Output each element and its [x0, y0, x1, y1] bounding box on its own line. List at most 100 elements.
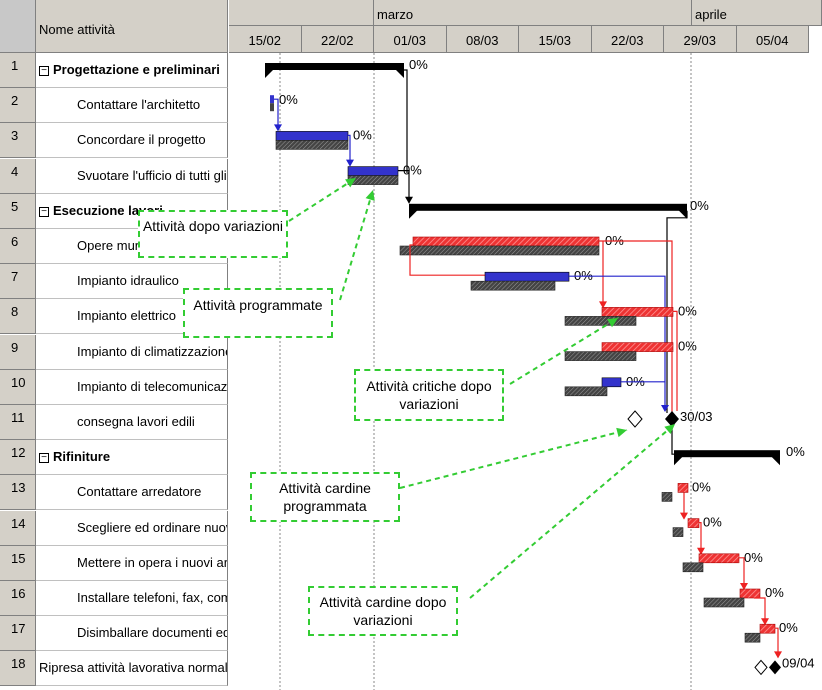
baseline-bar[interactable]	[564, 316, 637, 326]
task-name-cell[interactable]: Concordare il progetto	[36, 123, 228, 159]
percent-complete-label: 0%	[403, 163, 422, 178]
critical-task-bar[interactable]	[698, 553, 740, 564]
baseline-bar[interactable]	[347, 175, 399, 185]
task-name-cell[interactable]: Disimballare documenti ed in	[36, 616, 228, 652]
baseline-milestone-diamond[interactable]	[754, 659, 768, 676]
summary-link	[398, 169, 410, 203]
task-name-cell[interactable]: −Progettazione e preliminari	[36, 53, 228, 88]
summary-bar-start	[409, 203, 418, 219]
summary-bar-start	[265, 63, 274, 78]
task-bar[interactable]	[601, 377, 622, 388]
task-bar[interactable]	[270, 95, 274, 104]
collapse-toggle-icon[interactable]: −	[39, 206, 49, 217]
summary-bar-end	[771, 450, 780, 466]
select-all-corner[interactable]	[0, 0, 36, 53]
summary-bar[interactable]	[674, 450, 780, 458]
task-name-label: Impianto di telecomunicazion	[77, 378, 228, 394]
timescale-month: aprile	[692, 0, 822, 26]
dependency-link	[754, 597, 766, 625]
row-number[interactable]: 12	[0, 440, 36, 476]
collapse-toggle-icon[interactable]: −	[39, 453, 49, 464]
row-number[interactable]: 18	[0, 651, 36, 687]
baseline-bar[interactable]	[703, 597, 745, 608]
collapse-toggle-icon[interactable]: −	[39, 66, 49, 76]
summary-bar[interactable]	[409, 203, 687, 211]
task-name-cell[interactable]: consegna lavori edili	[36, 405, 228, 440]
baseline-bar[interactable]	[682, 562, 704, 573]
milestone-diamond[interactable]	[665, 411, 679, 427]
row-number[interactable]: 9	[0, 334, 36, 370]
row-number[interactable]: 15	[0, 545, 36, 581]
task-name-cell[interactable]: Svuotare l'ufficio di tutti gli a	[36, 158, 228, 194]
timescale-month	[229, 0, 374, 26]
baseline-bar[interactable]	[564, 351, 637, 361]
row-number[interactable]: 17	[0, 616, 36, 652]
row-number[interactable]: 6	[0, 229, 36, 264]
baseline-bar[interactable]	[744, 632, 761, 643]
task-bar[interactable]	[347, 166, 399, 176]
baseline-bar[interactable]	[661, 492, 673, 502]
task-name-label: Scegliere ed ordinare nuovi	[77, 519, 228, 535]
row-number[interactable]: 13	[0, 475, 36, 511]
critical-task-bar[interactable]	[601, 307, 674, 317]
summary-bar-end	[395, 63, 404, 78]
dependency-arrowhead	[599, 301, 607, 309]
row-number[interactable]: 2	[0, 88, 36, 124]
baseline-bar[interactable]	[275, 140, 349, 150]
summary-bar[interactable]	[265, 63, 404, 70]
timescale-month: marzo	[374, 0, 692, 26]
percent-complete-label: 0%	[703, 515, 722, 530]
task-bar[interactable]	[275, 131, 349, 141]
critical-task-bar[interactable]	[759, 623, 776, 634]
row-number[interactable]: 10	[0, 369, 36, 405]
task-name-cell[interactable]: Contattare arredatore	[36, 475, 228, 511]
task-name-cell[interactable]: −Rifiniture	[36, 440, 228, 476]
row-number[interactable]: 14	[0, 510, 36, 546]
task-name-cell[interactable]: Scegliere ed ordinare nuovi	[36, 510, 228, 546]
row-number[interactable]: 5	[0, 193, 36, 229]
percent-complete-label: 0%	[678, 303, 697, 318]
task-name-cell[interactable]: Mettere in opera i nuovi arre	[36, 545, 228, 581]
dependency-link	[673, 310, 678, 411]
dependency-link	[348, 134, 351, 166]
percent-complete-label: 0%	[409, 57, 428, 72]
task-name-cell[interactable]: Ripresa attività lavorativa normal	[36, 651, 228, 687]
critical-task-bar[interactable]	[677, 483, 689, 493]
baseline-bar[interactable]	[564, 386, 608, 397]
critical-task-bar[interactable]	[687, 518, 700, 528]
row-number[interactable]: 8	[0, 299, 36, 335]
task-name-label: Rifiniture	[53, 449, 111, 465]
row-number[interactable]: 1	[0, 53, 36, 88]
dependency-arrowhead	[405, 196, 413, 204]
row-number[interactable]: 16	[0, 581, 36, 616]
baseline-bar[interactable]	[270, 103, 274, 112]
row-number[interactable]: 3	[0, 123, 36, 159]
timescale-week: 29/03	[664, 26, 737, 53]
task-name-cell[interactable]: Installare telefoni, fax, comp	[36, 581, 228, 616]
callout-attivita-programmate: Attività programmate	[183, 288, 333, 338]
column-header-task-name[interactable]: Nome attività	[36, 0, 228, 53]
row-number[interactable]: 7	[0, 264, 36, 300]
summary-bar-start	[674, 450, 683, 466]
callout-attivita-cardine-programmata: Attività cardine programmata	[250, 472, 400, 522]
baseline-milestone-diamond[interactable]	[627, 410, 643, 428]
critical-task-bar[interactable]	[601, 342, 674, 352]
task-name-label: Mettere in opera i nuovi arre	[77, 554, 228, 570]
baseline-bar[interactable]	[672, 527, 684, 537]
task-name-cell[interactable]: Impianto di climatizzazione	[36, 334, 228, 370]
percent-complete-label: 0%	[279, 92, 298, 107]
row-number[interactable]: 4	[0, 158, 36, 194]
task-name-label: Progettazione e preliminari	[53, 62, 220, 77]
task-name-cell[interactable]: Impianto di telecomunicazion	[36, 369, 228, 405]
baseline-bar[interactable]	[470, 280, 556, 291]
milestone-diamond[interactable]	[769, 660, 781, 675]
task-bar[interactable]	[484, 271, 570, 282]
dependency-link	[775, 627, 779, 658]
task-name-cell[interactable]: Contattare l'architetto	[36, 88, 228, 124]
critical-task-bar[interactable]	[739, 588, 761, 599]
critical-task-bar[interactable]	[412, 236, 600, 247]
row-number[interactable]: 11	[0, 405, 36, 440]
baseline-bar[interactable]	[399, 245, 600, 256]
callout-attivita-cardine-dopo: Attività cardine dopo variazioni	[308, 586, 458, 636]
dependency-arrowhead	[680, 512, 688, 520]
